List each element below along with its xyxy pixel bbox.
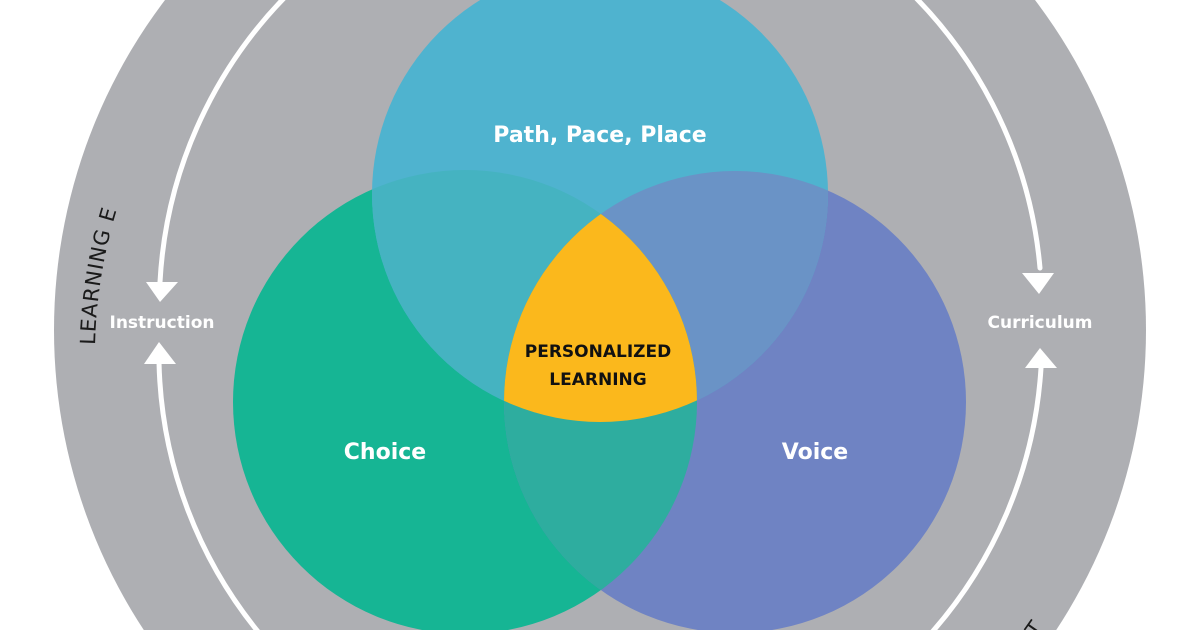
arrow-arc-top-left (157, 0, 286, 285)
label-curriculum: Curriculum (988, 313, 1093, 333)
arrow-head-up-left-icon (144, 342, 176, 364)
arrow-arc-bottom-right (930, 365, 1044, 630)
center-label-line1: PERSONALIZED (525, 342, 671, 362)
cycle-arrows (156, 0, 1044, 630)
label-instruction: Instruction (110, 313, 215, 333)
label-voice: Voice (782, 440, 848, 465)
label-path-pace-place: Path, Pace, Place (493, 123, 706, 148)
arrow-arc-top-right (914, 0, 1043, 271)
label-choice: Choice (344, 440, 426, 465)
center-label-line2: LEARNING (549, 370, 646, 390)
arrow-head-down-right-icon (1022, 273, 1054, 294)
arrow-arc-bottom-left (156, 359, 261, 630)
center-personalized-learning (504, 171, 697, 422)
arrow-head-up-right-icon (1025, 348, 1057, 368)
arrow-head-down-left-icon (146, 282, 178, 302)
